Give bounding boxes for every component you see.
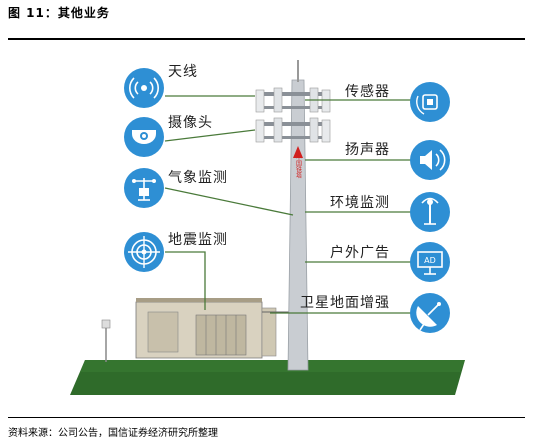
satellite-dish-icon — [410, 293, 450, 333]
label-seismic: 地震监测 — [168, 232, 228, 248]
equipment-shelter — [135, 298, 296, 359]
tower — [255, 60, 331, 371]
antenna-icon — [124, 68, 164, 108]
seismic-icon — [124, 232, 164, 272]
figure-title: 图 11：其他业务 — [8, 6, 110, 20]
source-rule — [8, 417, 525, 418]
billboard-icon — [410, 242, 450, 282]
connector-lines — [164, 95, 412, 314]
sensor-icon — [410, 82, 450, 122]
speaker-icon — [410, 140, 450, 180]
label-satellite: 卫星地面增强 — [300, 295, 390, 311]
label-antenna: 天线 — [168, 64, 198, 80]
weather-icon — [124, 168, 164, 208]
title-rule — [8, 38, 525, 40]
figure-source: 资料来源：公司公告，国信证券经济研究所整理 — [8, 428, 218, 439]
label-sensor: 传感器 — [345, 83, 390, 100]
label-weather: 气象监测 — [168, 170, 228, 186]
billboard-ad-text: AD — [424, 256, 436, 265]
label-environment: 环境监测 — [330, 195, 390, 211]
label-billboard: 户外广告 — [330, 244, 390, 261]
environment-icon — [410, 192, 450, 232]
label-camera: 摄像头 — [168, 115, 213, 131]
label-speaker: 扬声器 — [345, 142, 390, 158]
camera-icon — [124, 117, 164, 157]
tower-logo-text: 中国铁塔 — [295, 153, 302, 179]
